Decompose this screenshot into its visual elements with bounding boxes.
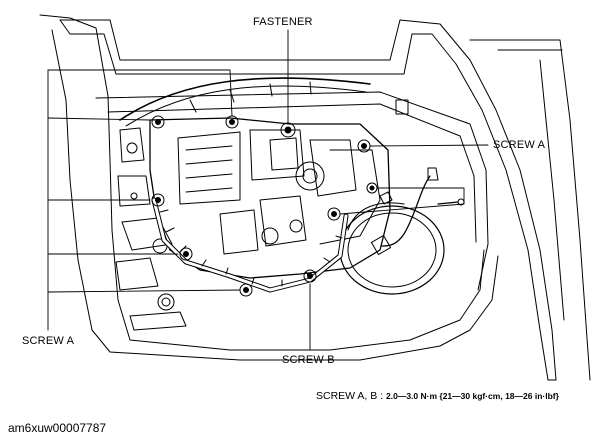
regulator-rail <box>119 77 371 127</box>
screw-icon <box>303 269 317 283</box>
screw-icon <box>151 193 165 207</box>
torque-spec-value: 2.0—3.0 N·m {21—30 kgf·cm, 18—26 in·lbf} <box>386 391 559 401</box>
screw-icon <box>366 182 378 194</box>
screw-b-label: SCREW B <box>282 354 335 366</box>
screw-icon <box>239 283 253 297</box>
wiring-harness <box>151 197 349 293</box>
fastener-label: FASTENER <box>253 16 313 28</box>
screw-icon <box>327 207 341 221</box>
torque-spec-prefix: SCREW A, B : <box>316 390 387 402</box>
screw-a-label-left: SCREW A <box>22 335 75 347</box>
reference-code: am6xuw00007787 <box>8 421 107 435</box>
screw-markers <box>151 115 378 297</box>
screw-a-label-right: SCREW A <box>493 139 546 151</box>
screw-icon <box>151 115 165 129</box>
door-panel-outline <box>39 14 591 381</box>
panel-details-left <box>115 127 187 331</box>
leader-lines <box>47 29 489 351</box>
torque-spec: SCREW A, B : 2.0—3.0 N·m {21—30 kgf·cm, … <box>316 390 559 402</box>
screw-icon <box>179 247 193 261</box>
speaker-opening <box>339 202 445 295</box>
